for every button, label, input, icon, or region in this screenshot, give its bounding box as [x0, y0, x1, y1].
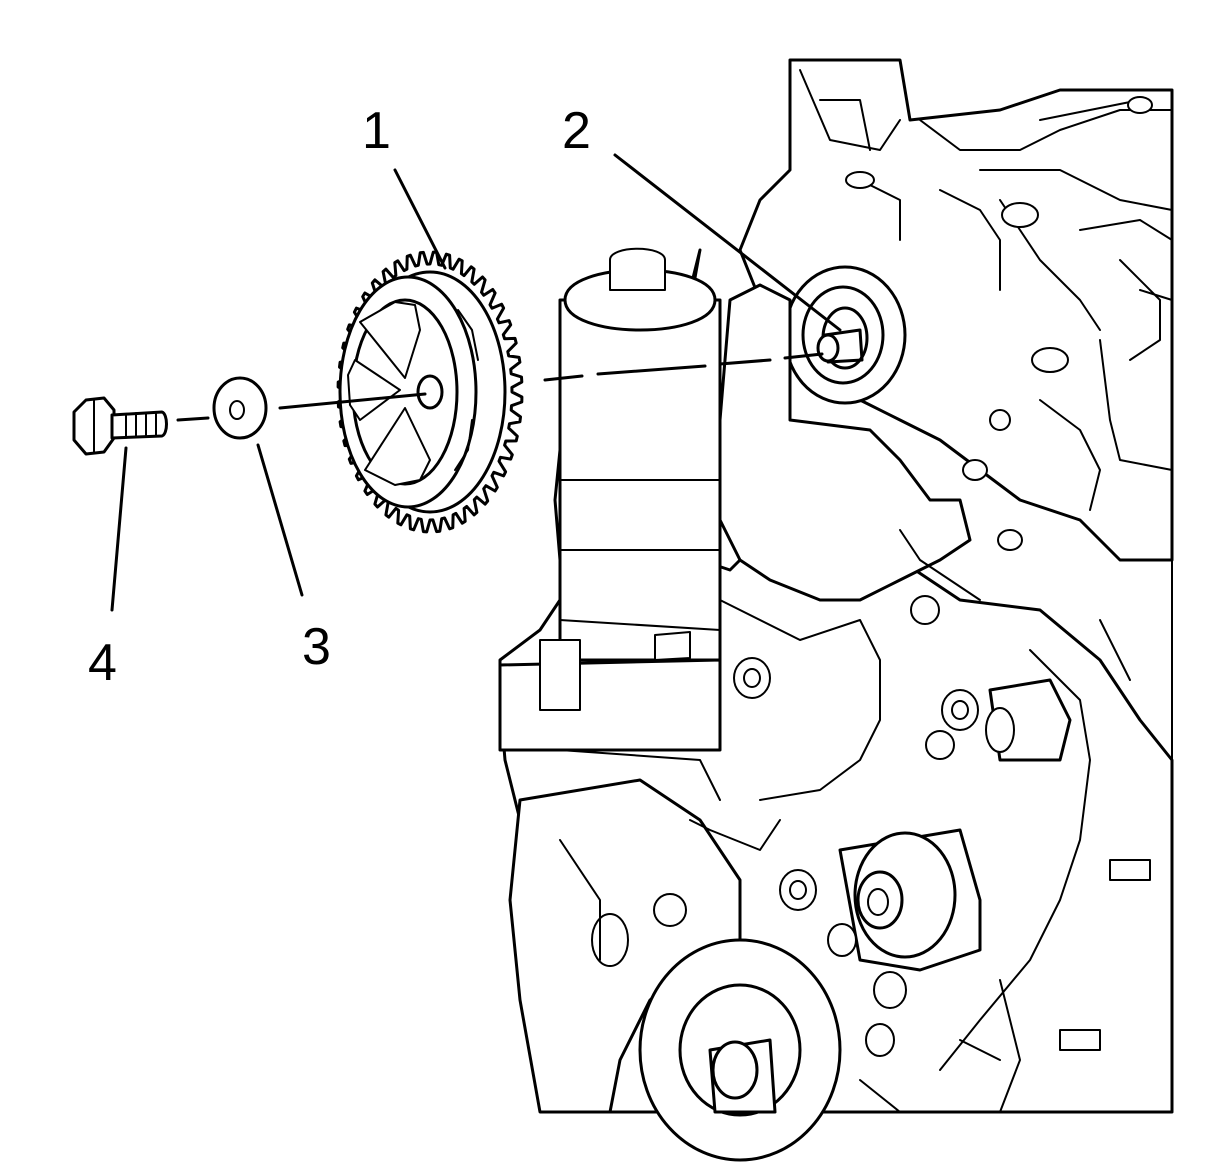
leader-line-4 — [110, 446, 128, 612]
bolt — [72, 396, 168, 456]
callout-3: 3 — [302, 618, 331, 676]
leader-line-3 — [256, 443, 304, 597]
engine-assembly — [498, 58, 1174, 1162]
alignment-lines — [176, 352, 824, 422]
callout-1: 1 — [362, 102, 391, 160]
callout-4: 4 — [88, 634, 117, 692]
callout-2: 2 — [562, 102, 591, 160]
leader-line-2 — [613, 153, 842, 332]
washer — [212, 376, 268, 440]
camshaft-sprocket — [336, 250, 524, 534]
leader-line-1 — [393, 168, 447, 270]
leader-lines — [110, 153, 842, 612]
